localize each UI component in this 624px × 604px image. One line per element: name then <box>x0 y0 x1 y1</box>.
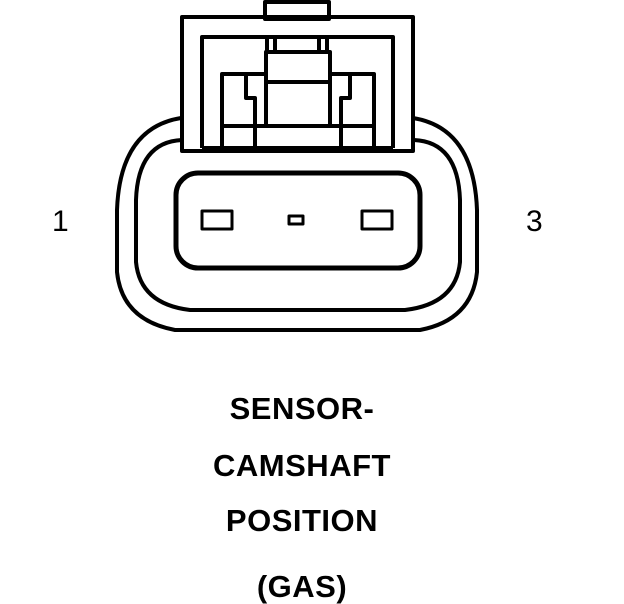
terminal-pin-3 <box>360 209 394 231</box>
latch-left <box>220 72 257 148</box>
latch-bump-left <box>265 35 277 54</box>
latch-inner-frame <box>200 35 395 148</box>
caption-line-4: (GAS) <box>256 569 348 604</box>
housing-front <box>134 138 462 312</box>
caption-line-2: CAMSHAFT <box>213 448 391 483</box>
terminal-cavity <box>173 170 423 271</box>
latch-frame <box>180 15 415 153</box>
caption-line-1: SENSOR- <box>229 391 375 426</box>
latch-right <box>339 72 376 148</box>
caption-line-3: POSITION <box>225 503 379 538</box>
latch-block <box>264 50 332 84</box>
latch-stem <box>264 80 332 128</box>
latch-bump-right <box>317 35 329 54</box>
pin-label-1: 1 <box>52 205 69 238</box>
terminal-pin-1 <box>200 209 234 231</box>
terminal-pin-2 <box>287 214 305 226</box>
pin-label-3: 3 <box>526 205 543 238</box>
housing-outer-rim <box>115 116 479 332</box>
